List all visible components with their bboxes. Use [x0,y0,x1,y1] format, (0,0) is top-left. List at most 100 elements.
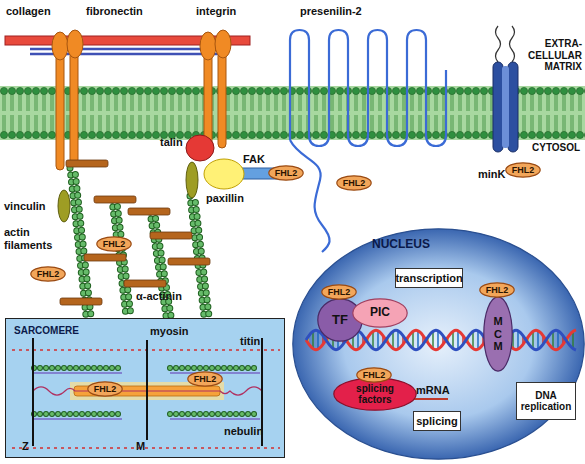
shape-outline [293,229,584,459]
integrin-receptor [56,52,64,170]
mink-channel [493,62,503,152]
node-label: FHL2 [328,287,351,297]
protein-oval: FHL2 [87,381,123,397]
part-label: integrin [196,5,236,18]
node-label: splicing factors [347,383,403,406]
part-label: actin filaments [4,226,54,251]
actin-filament [195,199,209,316]
actinin-bar [94,196,136,203]
adhesion-protein [204,159,244,189]
shape-outline [506,163,540,177]
process-box: transcription [395,268,463,288]
actinin-bar [150,232,192,239]
adhesion-protein [58,190,70,222]
integrin-receptor [52,32,68,60]
node-label: DNA replication [518,390,574,413]
node-label: splicing [416,415,458,428]
part-label: presenilin-2 [300,5,362,18]
adhesion-protein [58,135,292,222]
node-label: FHL2 [194,374,217,384]
shape-outline [484,297,512,371]
node-label: FHL2 [486,285,509,295]
actin-filament [195,199,209,316]
protein-oval: FHL2 [479,282,515,298]
protein-oval: FHL2 [336,175,372,191]
adhesion-protein [186,162,198,198]
shape-outline [31,267,65,281]
shape-outline [269,166,303,180]
protein-oval: FHL2 [96,236,132,252]
mink-channel [493,26,518,152]
part-label: paxillin [206,192,244,205]
node-label: PIC [370,306,390,320]
part-label: myosin [150,325,189,338]
protein-oval: FHL2 [321,284,357,300]
integrin-receptor [215,30,231,58]
part-label: minK [478,168,506,181]
integrin-receptor [67,30,83,58]
integrin-receptor [200,32,216,60]
part-label: CYTOSOL [532,142,580,154]
actinin-bar [60,160,210,305]
mink-channel [496,26,501,62]
mink-channel [508,62,518,152]
integrin-receptor [218,52,226,148]
actin-filament [75,171,91,316]
node-label: SARCOMERE [14,325,79,337]
shape-outline [357,368,391,382]
node-label: transcription [395,272,462,285]
node-label: FHL2 [363,370,386,380]
node-label: FHL2 [37,269,60,279]
part-label: mRNA [416,384,450,397]
node-label: FHL2 [512,165,535,175]
shape-outline [337,176,371,190]
part-label: collagen [6,5,51,18]
part-label: nebulin [224,425,263,438]
part-label: Z [22,440,29,453]
shape-outline [353,299,407,327]
actinin-bar [66,160,108,167]
shape-outline [97,237,131,251]
actinin-bar [168,258,210,265]
node-label: M C M [492,315,504,353]
part-label: talin [160,136,183,149]
protein-oval: M C M [483,296,513,372]
node-label: FHL2 [275,168,298,178]
part-label: titin [240,335,260,348]
protein-oval: FHL2 [505,162,541,178]
integrin-receptor [52,30,231,170]
presenilin-chain [290,30,446,146]
node-label: FHL2 [343,178,366,188]
actinin-bar [60,298,102,305]
actinin-bar [128,208,170,215]
node-label: NUCLEUS [372,238,430,252]
protein-oval: FHL2 [30,266,66,282]
shape-outline [334,378,416,410]
part-label: M [136,440,145,453]
adhesion-protein [186,135,214,161]
protein-oval: FHL2 [356,367,392,383]
shape-outline [322,285,356,299]
actinin-bar [84,254,126,261]
integrin-receptor [70,52,78,164]
part-label: EXTRA- CELLULAR MATRIX [508,38,582,73]
presenilin-chain [290,140,330,252]
part-label: fibronectin [86,5,143,18]
process-box: splicing [413,411,461,431]
process-box: DNA replication [516,382,576,420]
protein-oval: PIC [352,298,408,328]
shape-outline [188,372,222,386]
part-label: α-actinin [136,290,182,303]
part-label: vinculin [4,200,46,213]
shape-outline [480,283,514,297]
node-label: TF [332,313,348,328]
mink-channel [502,66,509,148]
mink-channel [510,26,515,62]
presenilin-chain [290,30,446,252]
node-label: FHL2 [103,239,126,249]
node-label: FHL2 [94,384,117,394]
protein-oval: FHL2 [187,371,223,387]
nucleus-compartment: NUCLEUStranscriptionTFFHL2PICFHL2M C MDN… [292,228,585,460]
shape-outline [88,382,122,396]
